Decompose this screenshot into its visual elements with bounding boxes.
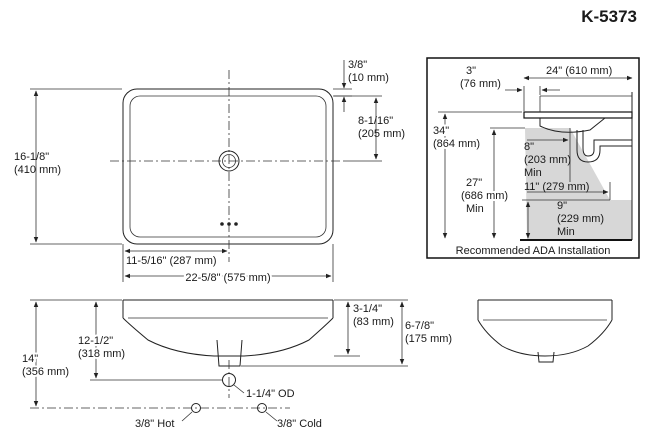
half-width-label: 11-5/16" (287 mm) xyxy=(126,255,217,267)
side-bowl-profile xyxy=(477,319,613,357)
side-drain-body xyxy=(537,351,555,363)
hot-supply-label: 3/8" Hot xyxy=(135,418,174,430)
overall-height-label: 6-7/8" xyxy=(405,320,434,332)
drain-outer xyxy=(218,150,240,172)
ada-knee-height-label: 27" xyxy=(466,177,482,189)
overflow-gap-label: 3/8" xyxy=(348,59,367,71)
overall-height-mm-label: (175 mm) xyxy=(405,333,452,345)
drain-inner xyxy=(222,154,236,168)
ada-knee-depth-min-label: Min xyxy=(524,167,542,179)
front-drain-body xyxy=(216,339,243,367)
overflow-to-drain-mm-label: (205 mm) xyxy=(358,128,405,140)
ada-setback-mm-label: (76 mm) xyxy=(460,78,501,90)
overflow-to-drain-label: 8-1/16" xyxy=(358,115,393,127)
ada-toe-height-min-label: Min xyxy=(557,226,575,238)
ada-rim-height-mm-label: (864 mm) xyxy=(433,138,480,150)
top-view: 16-1/8" (410 mm) 3/8" (10 mm) 8-1/16" (2… xyxy=(14,59,405,286)
side-view xyxy=(477,299,613,363)
cold-supply-label: 3/8" Cold xyxy=(277,418,322,430)
overflow-gap-mm-label: (10 mm) xyxy=(348,72,389,84)
depth-mm-label: (410 mm) xyxy=(14,164,61,176)
bowl-depth-mm-label: (83 mm) xyxy=(353,316,394,328)
supply-height-mm-label: (356 mm) xyxy=(22,366,69,378)
cold-supply-circle xyxy=(257,403,267,413)
ada-counter-depth-label: 24" (610 mm) xyxy=(546,65,612,77)
ada-trap xyxy=(576,130,632,163)
supply-height-label: 14" xyxy=(22,353,38,365)
model-number: K-5373 xyxy=(581,7,637,26)
ada-knee-depth-label: 8" xyxy=(524,141,534,153)
ada-setback-label: 3" xyxy=(466,65,476,77)
overflow-holes xyxy=(220,222,238,226)
outlet-size-label: 1-1/4" OD xyxy=(246,388,295,400)
ada-rim-height-label: 34" xyxy=(433,125,449,137)
ada-toe-depth-label: 11" (279 mm) xyxy=(524,181,589,193)
width-label: 22-5/8" (575 mm) xyxy=(185,272,270,284)
knee-clearance-area xyxy=(525,128,632,240)
ada-knee-height-min-label: Min xyxy=(466,203,484,215)
bowl-depth-label: 3-1/4" xyxy=(353,303,382,315)
front-view: 3-1/4" (83 mm) 6-7/8" (175 mm) 12-1/2" (… xyxy=(20,299,452,430)
ada-toe-height-label: 9" xyxy=(557,200,567,212)
sink-rim-outline xyxy=(122,88,334,245)
hot-supply-circle xyxy=(191,403,201,413)
outlet-circle xyxy=(222,373,236,387)
ada-knee-height-mm-label: (686 mm) xyxy=(461,190,508,202)
ada-installation-inset: 3" (76 mm) 24" (610 mm) 34" (864 mm) 27"… xyxy=(426,57,640,259)
outlet-height-mm-label: (318 mm) xyxy=(78,348,125,360)
sink-bowl-outline xyxy=(129,95,327,238)
front-bowl-profile xyxy=(122,317,334,357)
ada-toe-height-mm-label: (229 mm) xyxy=(557,213,604,225)
depth-label: 16-1/8" xyxy=(14,151,49,163)
outlet-height-label: 12-1/2" xyxy=(78,335,113,347)
ada-title: Recommended ADA Installation xyxy=(456,245,611,257)
ada-sink-profile xyxy=(539,117,606,133)
ada-knee-depth-mm-label: (203 mm) xyxy=(524,154,571,166)
ada-countertop xyxy=(523,111,633,119)
